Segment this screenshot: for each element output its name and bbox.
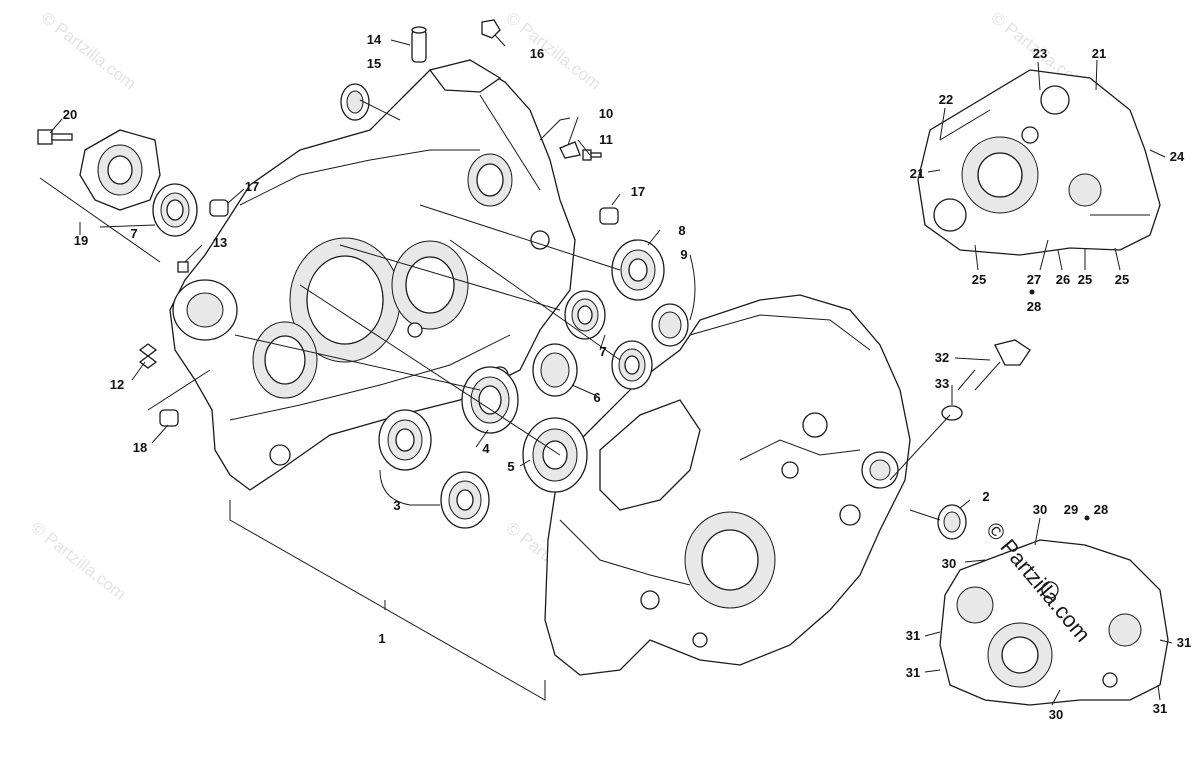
bearing-group	[152, 183, 689, 529]
leader-lines	[39, 34, 1173, 706]
callout-label: 28	[1094, 502, 1108, 517]
callout-label: 1	[378, 631, 385, 646]
callout-label: 28	[1027, 299, 1041, 314]
callout-label: 33	[935, 376, 949, 391]
dowel-18	[159, 409, 179, 427]
screw-11	[582, 149, 602, 161]
callout-label: 18	[133, 440, 147, 455]
callout-label: 23	[1033, 46, 1047, 61]
dowel-17-left	[209, 199, 229, 217]
callout-label: 31	[1177, 635, 1191, 650]
callout-label: 25	[972, 272, 986, 287]
callout-label: 17	[245, 179, 259, 194]
bearing-5	[522, 417, 588, 493]
callout-label: 32	[935, 350, 949, 365]
inset-top-right	[917, 69, 1161, 295]
callout-label: 5	[507, 459, 514, 474]
bolt-20	[37, 129, 73, 145]
callout-label: 2	[982, 489, 989, 504]
callout-label: 27	[1027, 272, 1041, 287]
plug-13	[177, 261, 189, 273]
callout-label: 9	[680, 247, 687, 262]
callout-label: 19	[74, 233, 88, 248]
callout-label: 4	[482, 441, 490, 456]
bearing-7-left	[152, 183, 198, 237]
o-ring-33	[941, 405, 963, 421]
oil-seal-15	[340, 83, 370, 121]
dipstick-32	[974, 339, 1031, 391]
right-crankcase-half	[544, 294, 911, 676]
small-parts	[37, 19, 1031, 540]
inset-bottom-right	[939, 515, 1169, 706]
spring-12	[138, 343, 158, 369]
callout-label: 20	[63, 107, 77, 122]
callout-label: 15	[367, 56, 381, 71]
bearing-4	[461, 366, 519, 434]
bearing-3-upper	[378, 409, 432, 471]
oil-seal-2	[937, 504, 967, 540]
callout-label: 24	[1170, 149, 1185, 164]
dowel-pin-14	[411, 26, 427, 63]
callout-label: 31	[906, 665, 920, 680]
callout-label: 31	[1153, 701, 1167, 716]
callout-label: 31	[906, 628, 920, 643]
callout-label: 21	[1092, 46, 1106, 61]
bearing-3-lower	[440, 471, 490, 529]
callout-label: 29	[1064, 502, 1078, 517]
bearing-7-right	[611, 340, 653, 390]
callout-label: 12	[110, 377, 124, 392]
bearing-7-middle	[564, 290, 606, 340]
callout-label: 30	[1033, 502, 1047, 517]
dowel-17-right	[599, 207, 619, 225]
watermark: © Partzilla.com	[503, 8, 605, 94]
callout-label: 25	[1115, 272, 1129, 287]
callout-label: 16	[530, 46, 544, 61]
plug-16	[481, 19, 501, 39]
callout-label: 22	[939, 92, 953, 107]
watermark: © Partzilla.com	[28, 518, 130, 604]
callout-label: 11	[599, 132, 613, 147]
callout-label: 10	[599, 106, 613, 121]
callout-label: 14	[367, 32, 382, 47]
callout-label: 30	[942, 556, 956, 571]
clamp-10	[559, 141, 581, 159]
bearing-6	[532, 343, 578, 397]
callout-label: 25	[1078, 272, 1092, 287]
callout-label: 13	[213, 235, 227, 250]
callout-label: 8	[678, 223, 685, 238]
callout-label: 7	[599, 344, 606, 359]
bearing-9	[651, 303, 689, 347]
callout-label: 3	[393, 498, 400, 513]
bearing-8	[611, 239, 665, 301]
callout-label: 7	[130, 226, 137, 241]
callout-labels: 1 2 3 4 5 6 7 7 8 9 10 11 12 13 14 15 16…	[63, 32, 1191, 722]
callout-label: 21	[910, 166, 924, 181]
callout-label: 6	[593, 390, 600, 405]
callout-label: 30	[1049, 707, 1063, 722]
watermark: © Partzilla.com	[38, 8, 140, 94]
callout-label: 26	[1056, 272, 1070, 287]
callout-label: 17	[631, 184, 645, 199]
